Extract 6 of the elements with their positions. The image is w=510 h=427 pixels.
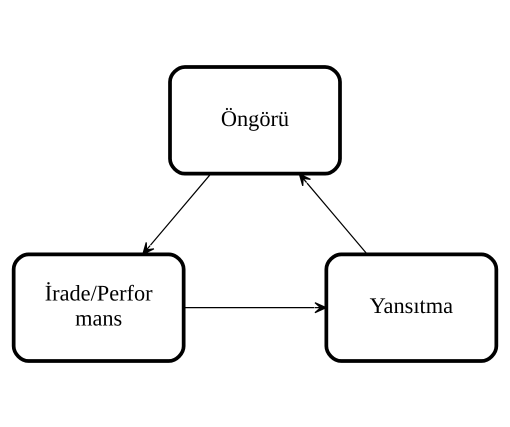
arrow — [298, 172, 368, 254]
arrow — [142, 173, 212, 254]
node-box: Yansıtma — [324, 252, 498, 362]
arrow — [184, 302, 327, 313]
node-box: Öngörü — [168, 64, 342, 176]
node-box: İrade/Perfor mans — [12, 252, 186, 362]
